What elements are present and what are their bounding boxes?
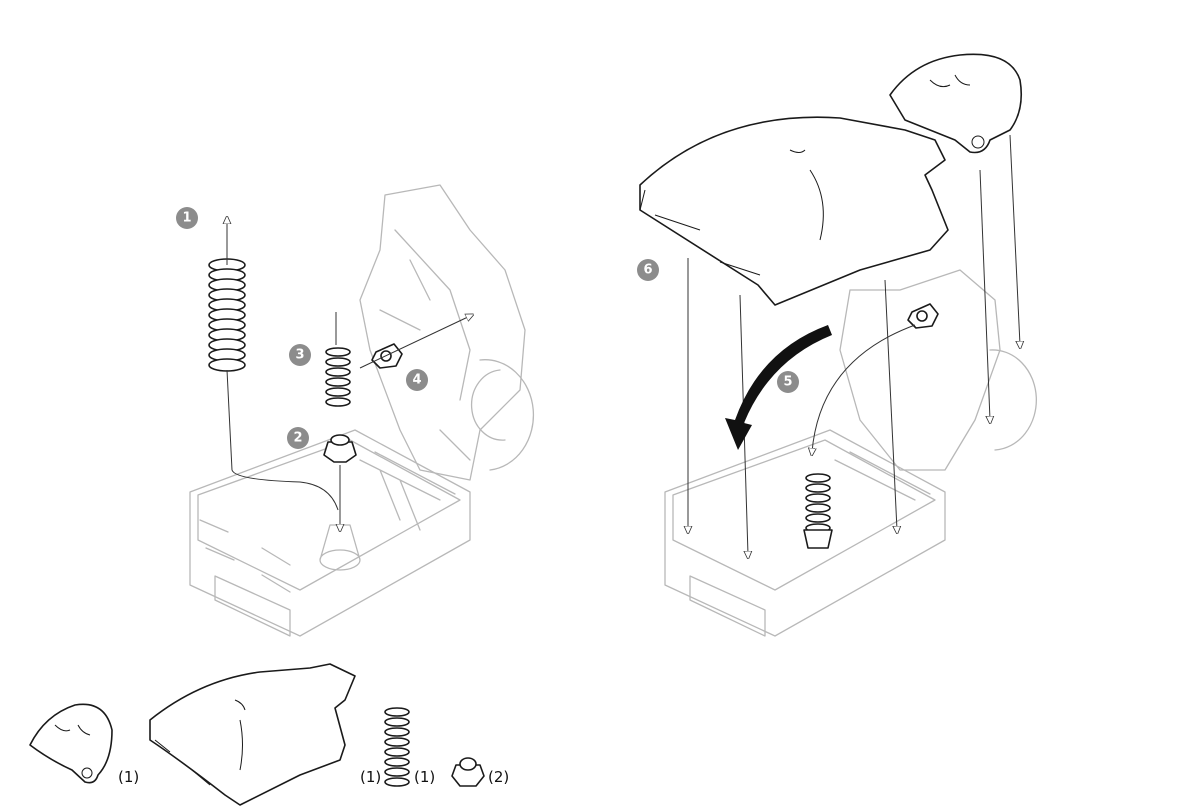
assembly-arrows	[688, 134, 1020, 555]
svg-text:(1): (1)	[118, 768, 139, 786]
left-manikin-base	[189, 429, 471, 637]
svg-text:(1): (1)	[360, 768, 381, 786]
step-2-badge: 2	[287, 427, 309, 449]
parts-list-torso-skin: (1)	[149, 663, 381, 806]
step-5-badge: 5	[777, 371, 799, 393]
left-large-spring	[208, 220, 339, 511]
left-valve-lower	[323, 434, 357, 528]
step-4-badge: 4	[406, 369, 428, 391]
right-manikin-base	[664, 269, 1037, 637]
parts-list-valve: (2)	[451, 757, 509, 787]
svg-text:6: 6	[643, 263, 652, 278]
step-3-badge: 3	[289, 344, 311, 366]
svg-text:5: 5	[783, 375, 792, 390]
svg-text:3: 3	[295, 348, 304, 363]
svg-text:1: 1	[182, 211, 191, 226]
svg-text:2: 2	[293, 431, 302, 446]
step-6-badge: 6	[637, 259, 659, 281]
right-installed-spring	[803, 473, 833, 549]
right-valve	[812, 303, 939, 452]
left-valve-upper	[359, 316, 470, 369]
fold-down-arrow-icon	[725, 325, 832, 450]
left-small-spring	[325, 312, 351, 407]
parts-list-head: (1)	[29, 703, 139, 786]
svg-text:4: 4	[412, 373, 421, 388]
left-open-chest-plate	[359, 184, 534, 481]
manikin-head	[889, 53, 1023, 154]
svg-text:(1): (1)	[414, 768, 435, 786]
svg-text:(2): (2)	[488, 768, 509, 786]
step-1-badge: 1	[176, 207, 198, 229]
torso-skin-cover	[639, 116, 949, 306]
parts-list-spring: (1)	[384, 707, 435, 787]
